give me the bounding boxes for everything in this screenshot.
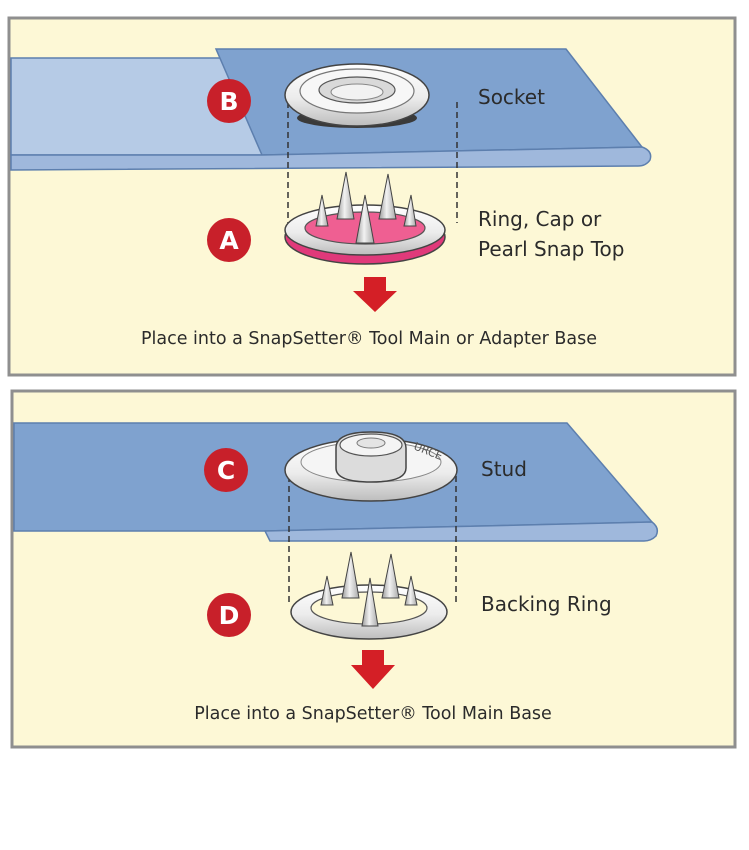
top-fabric bbox=[10, 48, 652, 171]
badge-b: B bbox=[207, 79, 251, 123]
bottom-down-arrow bbox=[351, 650, 395, 689]
backing-ring-label: Backing Ring bbox=[481, 592, 612, 616]
stud-component: URCE bbox=[284, 431, 458, 502]
badge-c: C bbox=[204, 448, 248, 492]
top-down-arrow bbox=[353, 277, 397, 312]
ring-label-line1: Ring, Cap or bbox=[478, 207, 602, 231]
bottom-alignment-guides bbox=[288, 476, 457, 605]
badge-d: D bbox=[207, 593, 251, 637]
stud-label: Stud bbox=[481, 457, 527, 481]
top-panel: B A Socket Ring, Cap or Pearl Snap Top P… bbox=[7, 16, 737, 377]
socket-label: Socket bbox=[478, 85, 545, 109]
fabric-top-layer bbox=[214, 48, 644, 156]
bottom-instruction: Place into a SnapSetter® Tool Main Base bbox=[194, 704, 552, 724]
ring-cap-component bbox=[284, 171, 446, 265]
fabric-edge bbox=[10, 146, 652, 171]
badge-a: A bbox=[207, 218, 251, 262]
bottom-panel: URCE C D Stud Backing Ring Place int bbox=[10, 389, 737, 749]
top-instruction: Place into a SnapSetter® Tool Main or Ad… bbox=[141, 329, 597, 349]
ring-label-line2: Pearl Snap Top bbox=[478, 237, 624, 261]
badge-b-letter: B bbox=[219, 87, 238, 116]
badge-a-letter: A bbox=[219, 226, 239, 255]
top-alignment-guides bbox=[287, 102, 458, 223]
badge-c-letter: C bbox=[217, 456, 235, 485]
socket-component bbox=[284, 63, 430, 128]
badge-d-letter: D bbox=[219, 601, 240, 630]
backing-ring-component bbox=[290, 551, 448, 640]
fabric-edge bbox=[263, 521, 659, 542]
